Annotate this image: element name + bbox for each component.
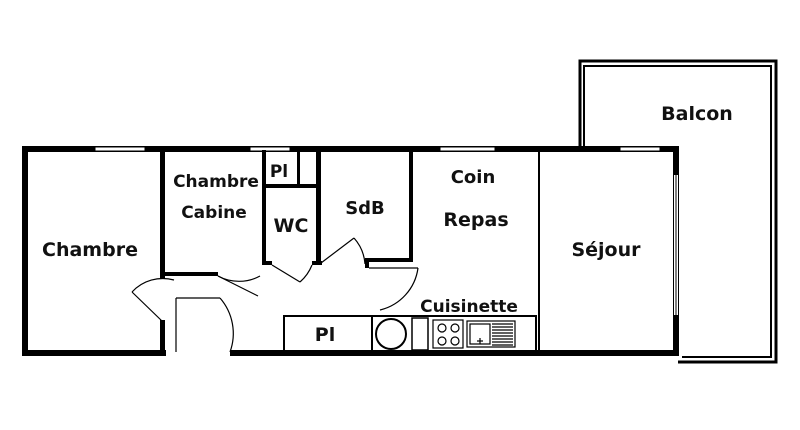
cooktop-icon <box>432 319 464 349</box>
label-placard-bottom: Pl <box>315 324 335 346</box>
label-placard-top: Pl <box>270 162 288 182</box>
label-repas: Repas <box>443 209 508 231</box>
label-balcon: Balcon <box>661 103 733 125</box>
label-sejour: Séjour <box>571 239 641 261</box>
label-sdb: SdB <box>345 198 385 219</box>
kitchenette-fixtures <box>371 315 537 353</box>
sink-icon <box>466 320 516 348</box>
label-cuisinette: Cuisinette <box>420 297 518 317</box>
label-wc: WC <box>274 215 309 237</box>
balcony-outline <box>578 59 778 364</box>
boiler-icon <box>375 318 407 350</box>
label-chambre: Chambre <box>42 239 138 261</box>
room-labels: Chambre Chambre Cabine Pl WC SdB Coin Re… <box>42 103 733 346</box>
interior-walls <box>160 150 540 354</box>
label-chambre-cabine-2: Cabine <box>181 203 247 223</box>
label-coin: Coin <box>451 167 496 188</box>
label-chambre-cabine-1: Chambre <box>173 172 259 192</box>
